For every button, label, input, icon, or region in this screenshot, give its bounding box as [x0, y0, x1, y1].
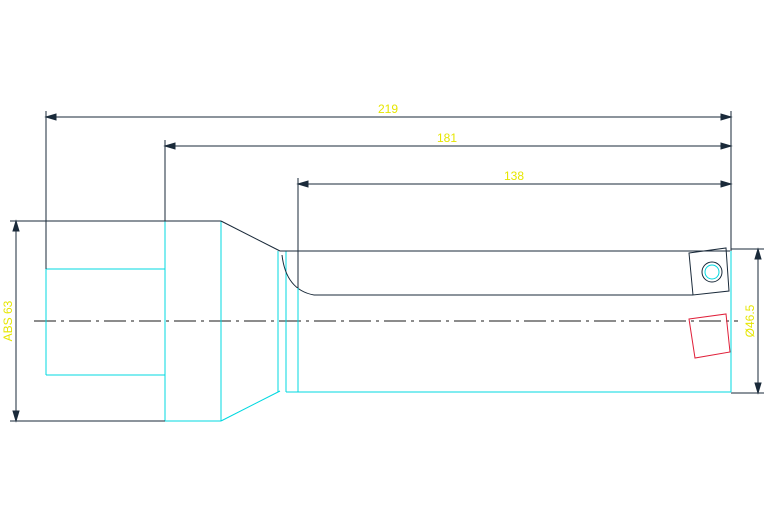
- dim-bore-depth-label: 138: [504, 169, 524, 183]
- body-flange: [164, 220, 222, 422]
- shank: [45, 268, 165, 376]
- dim-shank: [10, 219, 165, 423]
- boring-bar: [277, 250, 732, 393]
- lower-insert: [688, 313, 731, 359]
- dim-body-length-label: 181: [437, 131, 457, 145]
- dim-cut-diameter: [731, 247, 764, 395]
- dim-cut-diameter-label: Ø46.5: [743, 304, 757, 337]
- dim-overall-length-label: 219: [378, 102, 398, 116]
- insert-screw-icon: [701, 261, 723, 283]
- taper-cone: [220, 220, 281, 422]
- upper-insert: [688, 247, 730, 296]
- dim-body-length: [163, 140, 733, 221]
- dim-shank-label: ABS 63: [1, 300, 15, 341]
- dim-overall-length: [44, 111, 733, 269]
- dim-bore-depth: [296, 178, 733, 288]
